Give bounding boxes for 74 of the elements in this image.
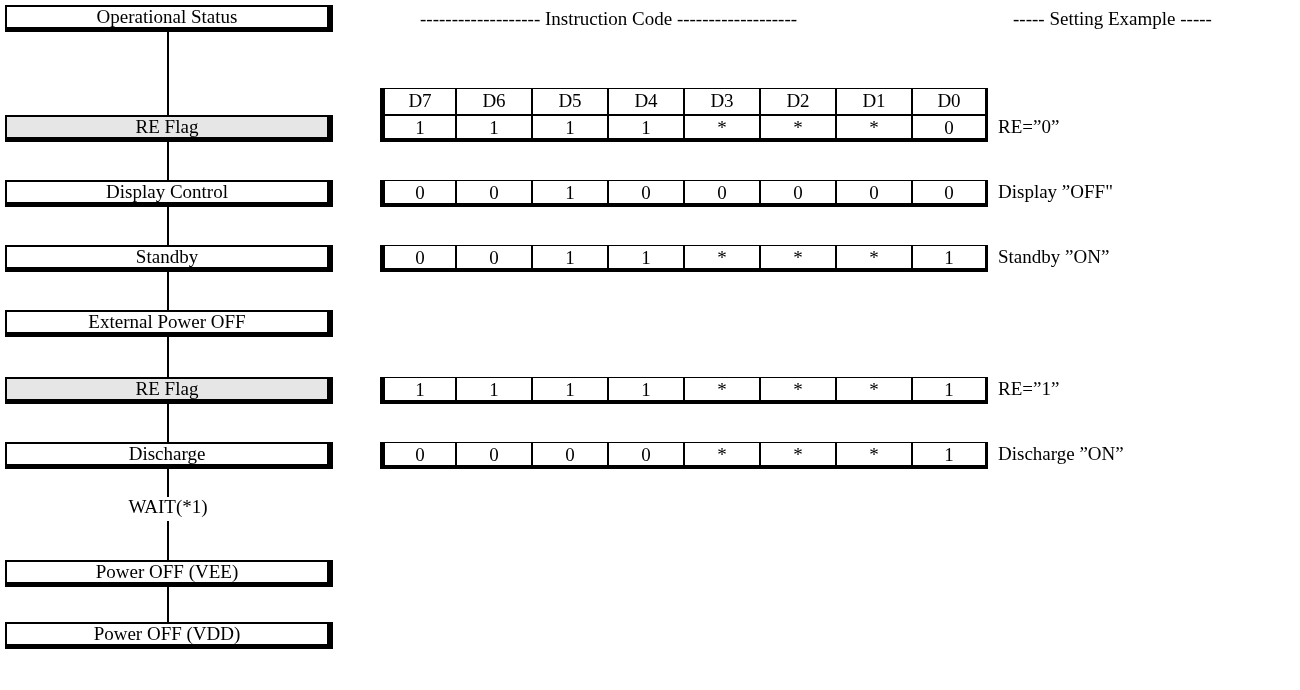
connector-line bbox=[167, 403, 169, 443]
bit-value-cell: * bbox=[760, 442, 836, 469]
bit-value-cell: 1 bbox=[912, 377, 988, 404]
bit-value-cell: 1 bbox=[456, 115, 532, 142]
bit-value-cell: 0 bbox=[380, 180, 456, 207]
bit-value-cell: 1 bbox=[532, 180, 608, 207]
bit-value-cell: 1 bbox=[608, 115, 684, 142]
bit-value-cell: * bbox=[684, 115, 760, 142]
process-box: External Power OFF bbox=[5, 310, 333, 337]
process-box: Display Control bbox=[5, 180, 333, 207]
bit-value-cell: 0 bbox=[912, 180, 988, 207]
bit-value-cell: 0 bbox=[608, 442, 684, 469]
setting-example-text: RE=”1” bbox=[998, 378, 1060, 400]
bit-value-cell: * bbox=[836, 245, 912, 272]
process-box: Power OFF (VEE) bbox=[5, 560, 333, 587]
connector-line bbox=[167, 271, 169, 311]
bit-value-cell: 0 bbox=[912, 115, 988, 142]
setting-example-text: Display ”OFF" bbox=[998, 181, 1113, 203]
bit-header-cell: D5 bbox=[532, 88, 608, 115]
connector-line bbox=[167, 31, 169, 116]
bit-value-cell: 1 bbox=[380, 377, 456, 404]
bit-value-cell: * bbox=[684, 377, 760, 404]
bit-value-cell: 0 bbox=[456, 180, 532, 207]
setting-example-text: Discharge ”ON” bbox=[998, 443, 1124, 465]
bit-value-cell: 0 bbox=[836, 180, 912, 207]
bit-value-cell: 0 bbox=[456, 442, 532, 469]
bit-value-cell: 1 bbox=[532, 377, 608, 404]
process-box: Operational Status bbox=[5, 5, 333, 32]
step-label: WAIT(*1) bbox=[118, 497, 218, 521]
process-box: RE Flag bbox=[5, 115, 333, 142]
bit-value-cell: * bbox=[760, 115, 836, 142]
process-box: Discharge bbox=[5, 442, 333, 469]
bit-header-cell: D4 bbox=[608, 88, 684, 115]
bit-value-cell: 1 bbox=[456, 377, 532, 404]
bit-value-cell: * bbox=[760, 245, 836, 272]
connector-line bbox=[167, 206, 169, 246]
connector-line bbox=[167, 336, 169, 378]
bit-value-cell: 0 bbox=[456, 245, 532, 272]
bit-value-cell: 0 bbox=[380, 245, 456, 272]
setting-example-text: RE=”0” bbox=[998, 116, 1060, 138]
column-heading: ----- Setting Example ----- bbox=[1013, 8, 1212, 30]
bit-value-cell: 1 bbox=[608, 245, 684, 272]
column-heading: ------------------- Instruction Code ------------------- bbox=[420, 8, 798, 30]
bit-value-cell: * bbox=[760, 377, 836, 404]
connector-line bbox=[167, 141, 169, 181]
bit-value-cell: 0 bbox=[608, 180, 684, 207]
bit-value-cell: 1 bbox=[608, 377, 684, 404]
bit-value-cell: 1 bbox=[912, 442, 988, 469]
connector-line bbox=[167, 520, 169, 561]
process-box: RE Flag bbox=[5, 377, 333, 404]
connector-line bbox=[167, 468, 169, 498]
bit-value-cell: * bbox=[684, 442, 760, 469]
bit-value-cell: 1 bbox=[912, 245, 988, 272]
bit-header-cell: D7 bbox=[380, 88, 456, 115]
bit-value-cell: 0 bbox=[684, 180, 760, 207]
bit-value-cell: * bbox=[836, 115, 912, 142]
bit-value-cell: 1 bbox=[380, 115, 456, 142]
bit-value-cell: 0 bbox=[532, 442, 608, 469]
bit-header-cell: D0 bbox=[912, 88, 988, 115]
bit-header-cell: D2 bbox=[760, 88, 836, 115]
bit-value-cell: 0 bbox=[760, 180, 836, 207]
bit-header-cell: D6 bbox=[456, 88, 532, 115]
bit-value-cell: * bbox=[836, 377, 912, 404]
bit-value-cell: * bbox=[836, 442, 912, 469]
bit-value-cell: 1 bbox=[532, 115, 608, 142]
setting-example-text: Standby ”ON” bbox=[998, 246, 1110, 268]
bit-value-cell: * bbox=[684, 245, 760, 272]
connector-line bbox=[167, 586, 169, 623]
process-box: Power OFF (VDD) bbox=[5, 622, 333, 649]
bit-value-cell: 1 bbox=[532, 245, 608, 272]
bit-value-cell: 0 bbox=[380, 442, 456, 469]
bit-header-cell: D1 bbox=[836, 88, 912, 115]
bit-header-cell: D3 bbox=[684, 88, 760, 115]
process-box: Standby bbox=[5, 245, 333, 272]
